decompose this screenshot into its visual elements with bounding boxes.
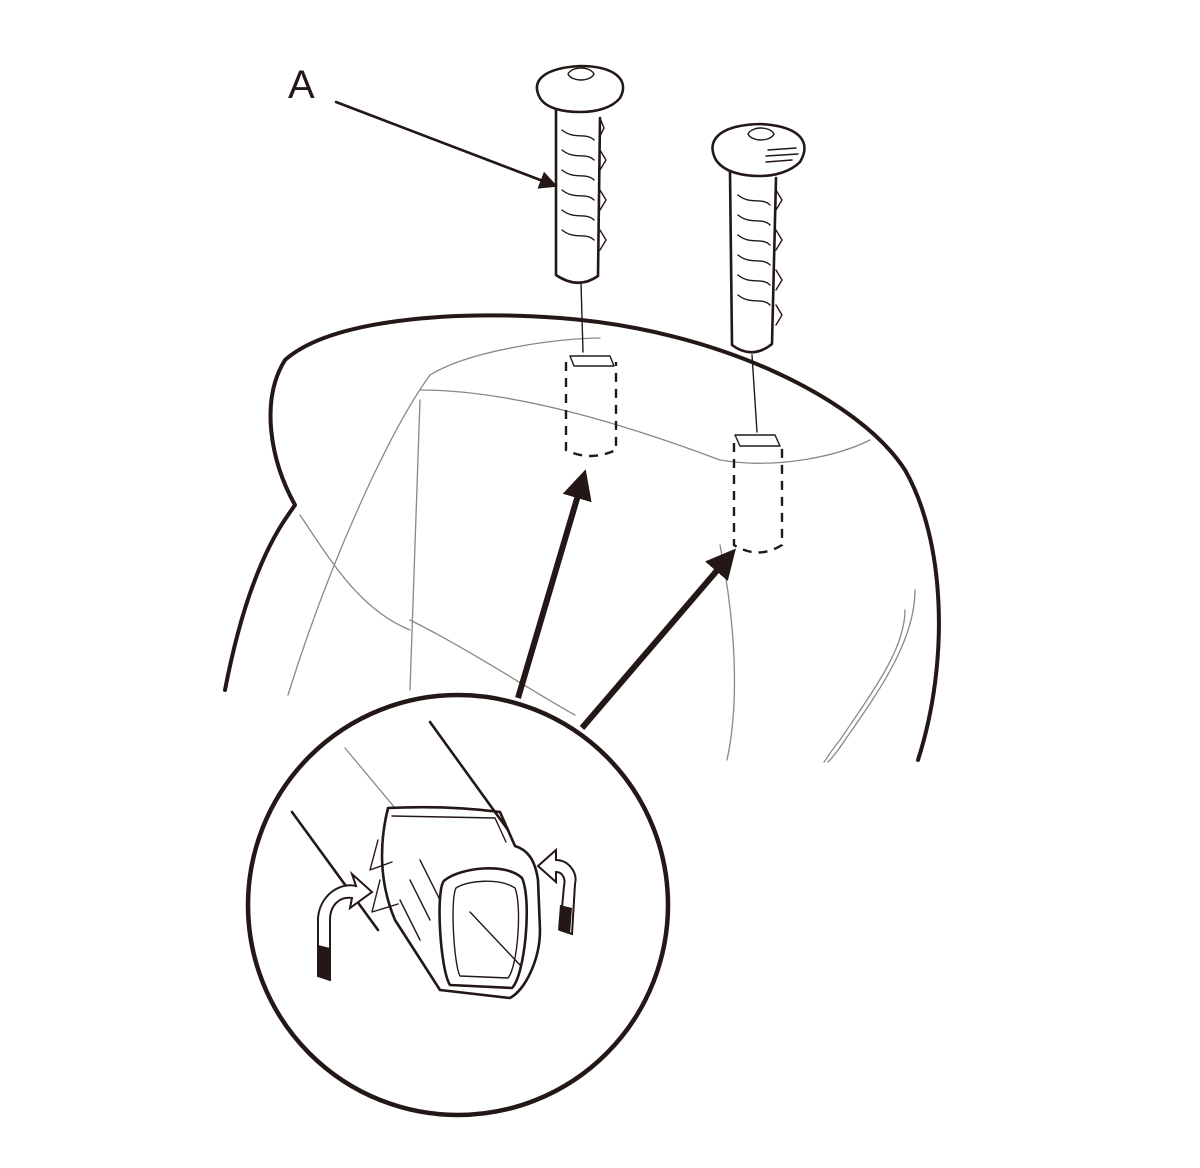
callout-a: A <box>288 63 558 189</box>
callout-a-label: A <box>288 63 315 107</box>
guide-hole-right <box>732 434 784 554</box>
rotate-arrow-icon <box>317 870 374 982</box>
alignment-line-right <box>751 354 758 433</box>
pointer-arrow-right <box>579 548 736 730</box>
detail-magnifier-icon <box>245 692 671 1118</box>
seat-back-icon <box>223 313 941 763</box>
alignment-line-left <box>580 282 584 353</box>
headrest-guide-icon <box>535 64 625 285</box>
pointer-arrow-left <box>515 469 592 699</box>
headrest-guide-icon <box>711 122 806 354</box>
guide-hole-left <box>564 355 618 458</box>
callout-a-leader <box>334 100 558 189</box>
